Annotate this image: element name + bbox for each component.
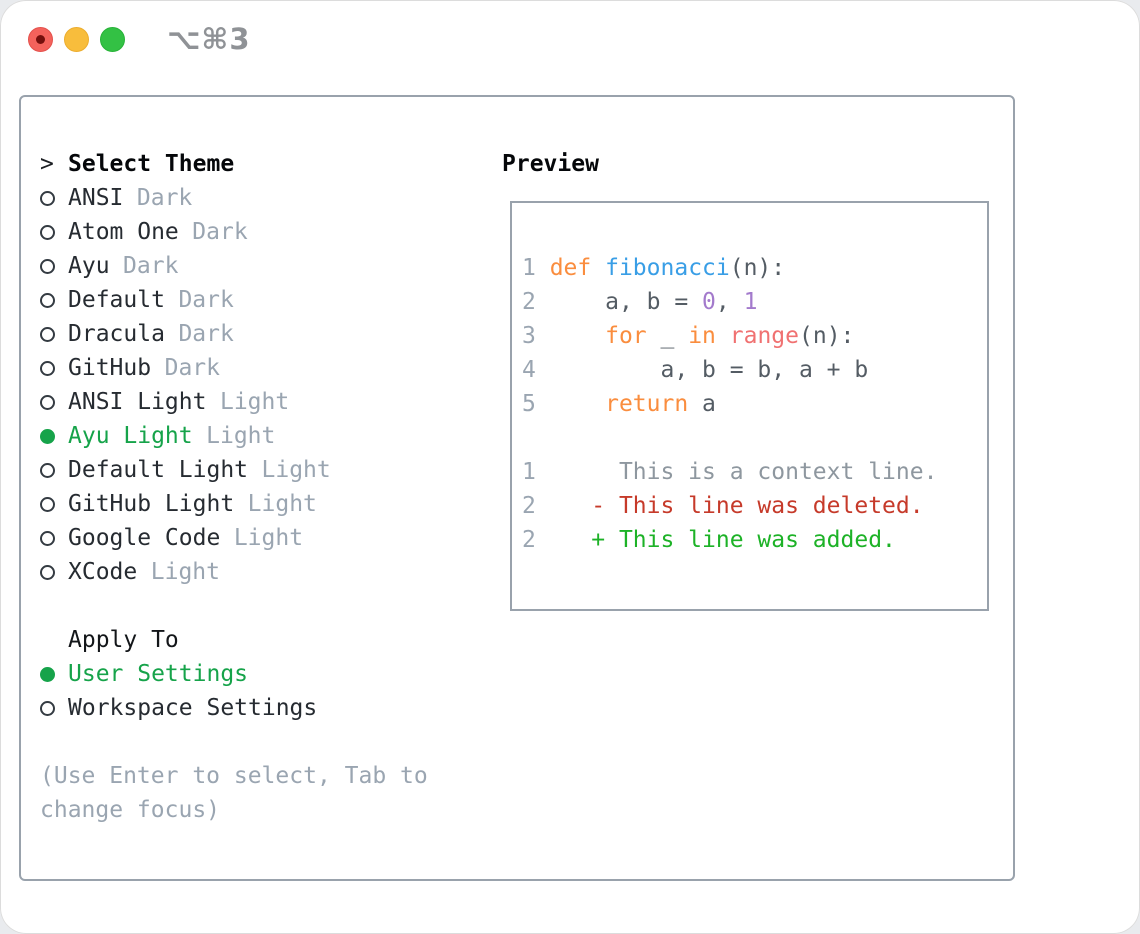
- theme-variant-tag: Dark: [192, 219, 248, 245]
- diff-preview: 1 This is a context line. 2 - This line w…: [522, 455, 979, 557]
- theme-variant-tag: Light: [206, 423, 276, 449]
- help-text: (Use Enter to select, Tab to change focu…: [40, 763, 428, 823]
- radio-icon: [40, 497, 68, 512]
- theme-name: Atom One: [68, 219, 179, 245]
- preview-box: 1 def fibonacci(n): 2 a, b = 0, 1 3 for _ …: [510, 201, 989, 611]
- theme-name: ANSI Light: [68, 389, 207, 415]
- code-line: 3 for _ in range(n):: [522, 323, 855, 349]
- code-preview: 1 def fibonacci(n): 2 a, b = 0, 1 3 for _ …: [522, 251, 979, 421]
- theme-name: GitHub: [68, 355, 152, 381]
- radio-icon: [40, 191, 68, 206]
- theme-name: Default Light: [68, 457, 249, 483]
- line-number: 1: [522, 255, 550, 281]
- code-line: 1 def fibonacci(n):: [522, 255, 786, 281]
- minimize-button[interactable]: [64, 27, 89, 52]
- radio-icon: [40, 395, 68, 410]
- theme-option-ansi-light[interactable]: ANSI Light Light: [40, 385, 485, 419]
- line-number: 1: [522, 459, 536, 485]
- line-number: 5: [522, 391, 550, 417]
- radio-icon: [40, 531, 68, 546]
- radio-icon: [40, 293, 68, 308]
- code-line: 4 a, b = b, a + b: [522, 357, 869, 383]
- focus-caret-icon: >: [40, 151, 54, 177]
- theme-variant-tag: Light: [233, 525, 304, 551]
- theme-name: ANSI: [68, 185, 124, 211]
- theme-variant-tag: Light: [247, 491, 317, 517]
- line-number: 2: [522, 493, 536, 519]
- line-number: 4: [522, 357, 550, 383]
- line-number: 3: [522, 323, 550, 349]
- spacer: [522, 421, 979, 455]
- radio-icon: [40, 327, 68, 342]
- window-shortcut-label: ⌥⌘3: [167, 22, 251, 56]
- theme-name: XCode: [68, 559, 138, 585]
- theme-option-ayu[interactable]: Ayu Dark: [40, 249, 485, 283]
- code-line: 2 a, b = 0, 1: [522, 289, 758, 315]
- theme-name: Ayu: [68, 253, 110, 279]
- radio-icon: [40, 361, 68, 376]
- theme-option-ansi[interactable]: ANSI Dark: [40, 181, 485, 215]
- radio-icon: [40, 225, 68, 240]
- diff-line: 1 This is a context line.: [522, 459, 938, 485]
- apply-option-user-settings[interactable]: User Settings: [40, 657, 485, 691]
- spacer: [40, 589, 485, 623]
- radio-icon: [40, 701, 68, 716]
- theme-option-ayu-light[interactable]: Ayu Light Light: [40, 419, 485, 453]
- theme-name: Default: [68, 287, 165, 313]
- apply-option-workspace-settings[interactable]: Workspace Settings: [40, 691, 485, 725]
- theme-variant-tag: Light: [150, 559, 220, 585]
- line-number: 2: [522, 527, 536, 553]
- preview-title: Preview: [502, 151, 599, 177]
- theme-name: Dracula: [68, 321, 165, 347]
- radio-selected-icon: [40, 667, 68, 682]
- theme-option-github[interactable]: GitHub Dark: [40, 351, 485, 385]
- theme-option-github-light[interactable]: GitHub Light Light: [40, 487, 485, 521]
- theme-name: Ayu Light: [68, 423, 193, 449]
- theme-option-google-code[interactable]: Google Code Light: [40, 521, 485, 555]
- theme-variant-tag: Dark: [164, 355, 220, 381]
- code-line: 5 return a: [522, 391, 716, 417]
- theme-variant-tag: Dark: [136, 185, 193, 211]
- theme-option-dracula[interactable]: Dracula Dark: [40, 317, 485, 351]
- theme-variant-tag: Dark: [178, 287, 234, 313]
- select-theme-title: Select Theme: [68, 151, 235, 177]
- theme-variant-tag: Light: [261, 457, 331, 483]
- theme-option-default[interactable]: Default Dark: [40, 283, 485, 317]
- diff-line: 2 - This line was deleted.: [522, 493, 924, 519]
- theme-option-default-light[interactable]: Default Light Light: [40, 453, 485, 487]
- radio-icon: [40, 463, 68, 478]
- theme-name: GitHub Light: [68, 491, 235, 517]
- line-number: 2: [522, 289, 550, 315]
- theme-variant-tag: Light: [219, 389, 290, 415]
- zoom-button[interactable]: [100, 27, 125, 52]
- apply-option-label: Workspace Settings: [68, 695, 318, 721]
- theme-option-atom-one[interactable]: Atom One Dark: [40, 215, 485, 249]
- radio-icon: [40, 259, 68, 274]
- theme-variant-tag: Dark: [178, 321, 234, 347]
- radio-icon: [40, 565, 68, 580]
- close-button[interactable]: [28, 27, 53, 52]
- theme-option-xcode[interactable]: XCode Light: [40, 555, 485, 589]
- unsaved-dot-icon: [36, 35, 45, 44]
- diff-line: 2 + This line was added.: [522, 527, 896, 553]
- select-theme-header-row: > Select Theme: [40, 147, 485, 181]
- apply-to-header: Apply To: [68, 627, 179, 653]
- theme-name: Google Code: [68, 525, 221, 551]
- apply-option-label: User Settings: [68, 661, 249, 687]
- theme-variant-tag: Dark: [123, 253, 179, 279]
- titlebar: ⌥⌘3: [0, 0, 1140, 76]
- radio-selected-icon: [40, 429, 68, 444]
